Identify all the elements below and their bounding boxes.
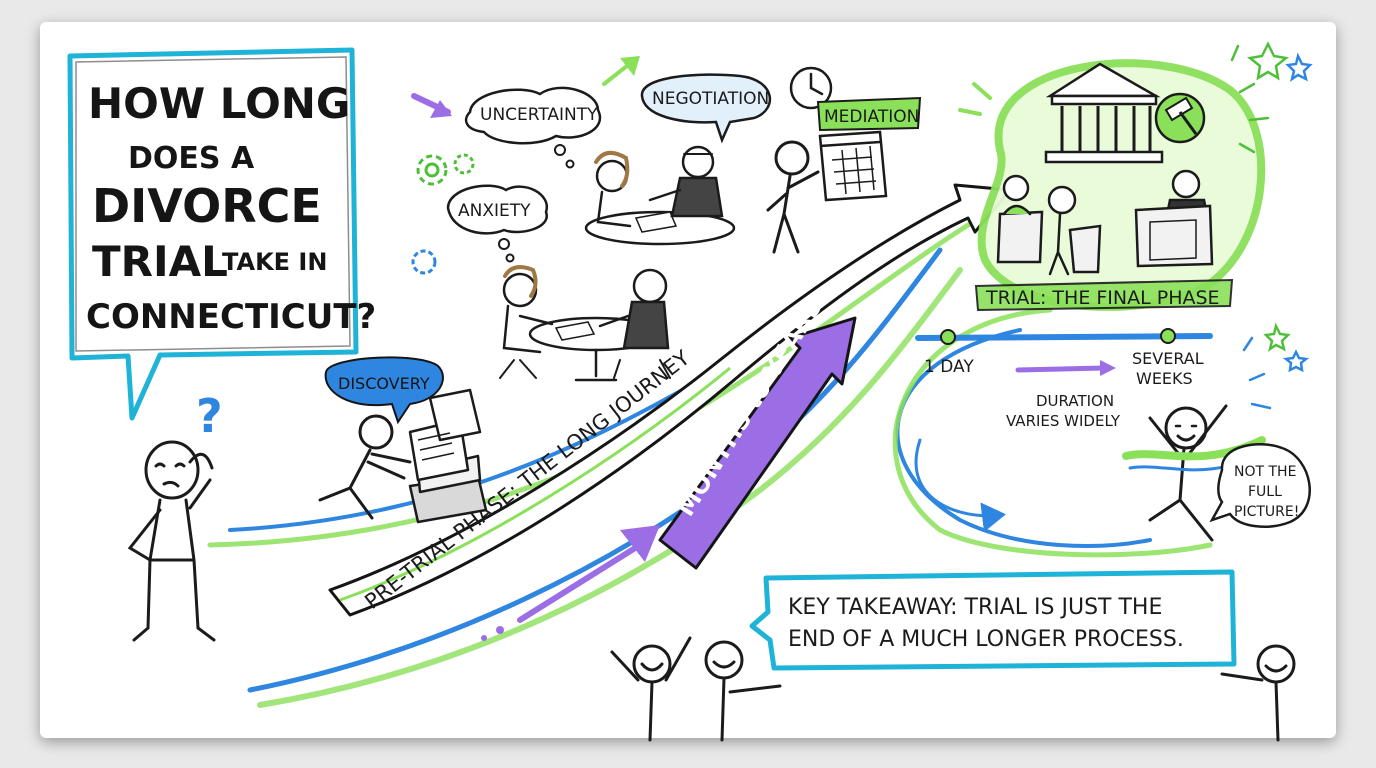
meeting-table-upper <box>584 145 736 246</box>
negotiation-label: NEGOTIATION <box>652 89 769 109</box>
calendar-icon <box>818 130 888 202</box>
not-full-picture-bubble: NOT THE FULL PICTURE! <box>1209 443 1311 528</box>
duration-timeline: 1 DAY SEVERAL WEEKS DURATION VARIES WIDE… <box>915 328 1213 430</box>
sparkle-icons <box>958 41 1313 410</box>
anxiety-label: ANXIETY <box>458 201 531 221</box>
discovery-label: DISCOVERY <box>338 374 430 393</box>
duration-note-line-2: VARIES WIDELY <box>1006 412 1121 430</box>
takeaway-line-1: KEY TAKEAWAY: TRIAL IS JUST THE <box>788 595 1162 620</box>
trial-scene: TRIAL: THE FINAL PHASE <box>974 59 1266 312</box>
title-line-4a: TRIAL <box>92 237 228 286</box>
title-line-3: DIVORCE <box>92 179 322 233</box>
trial-phase-label: TRIAL: THE FINAL PHASE <box>985 287 1220 309</box>
negotiation-bubble: NEGOTIATION <box>640 73 772 144</box>
discovery-bubble: DISCOVERY <box>324 356 444 425</box>
cheering-figures <box>610 636 1296 742</box>
gear-icon <box>411 153 475 275</box>
note-line-1: NOT THE <box>1234 464 1296 480</box>
title-box: HOW LONG DOES A DIVORCE TRIAL TAKE IN CO… <box>67 47 376 421</box>
courthouse-icon <box>1044 62 1164 164</box>
uncertainty-bubble: UNCERTAINTY <box>464 86 602 169</box>
mediation-label: MEDIATION <box>824 107 919 127</box>
title-line-5: CONNECTICUT? <box>86 297 376 337</box>
title-line-4b: TAKE IN <box>222 248 327 276</box>
document-box-icon <box>408 388 488 524</box>
courtroom-figures <box>996 169 1214 276</box>
takeaway-box: KEY TAKEAWAY: TRIAL IS JUST THE END OF A… <box>749 569 1237 671</box>
clock-icon <box>789 66 833 110</box>
gavel-icon <box>1154 92 1206 144</box>
timeline-end-marker <box>1160 328 1176 344</box>
mediator-figure <box>766 140 820 254</box>
timeline-end-label-2: WEEKS <box>1136 369 1193 388</box>
takeaway-line-2: END OF A MUCH LONGER PROCESS. <box>788 627 1184 652</box>
timeline-start-label: 1 DAY <box>924 357 974 377</box>
confused-person-figure <box>127 440 216 642</box>
meeting-table-lower <box>499 265 671 382</box>
uncertainty-label: UNCERTAINTY <box>480 105 598 125</box>
timeline-end-label-1: SEVERAL <box>1132 349 1204 368</box>
title-line-1: HOW LONG <box>88 79 350 128</box>
duration-note-line-1: DURATION <box>1036 392 1114 410</box>
question-mark-icon: ? <box>196 389 223 443</box>
mediation-banner: MEDIATION <box>816 96 922 132</box>
anxiety-bubble: ANXIETY <box>446 184 549 263</box>
discovery-person-figure <box>318 414 412 520</box>
title-line-2: DOES A <box>128 141 255 176</box>
note-line-3: PICTURE! <box>1234 504 1299 520</box>
timeline-start-marker <box>940 329 956 345</box>
note-line-2: FULL <box>1248 484 1282 500</box>
